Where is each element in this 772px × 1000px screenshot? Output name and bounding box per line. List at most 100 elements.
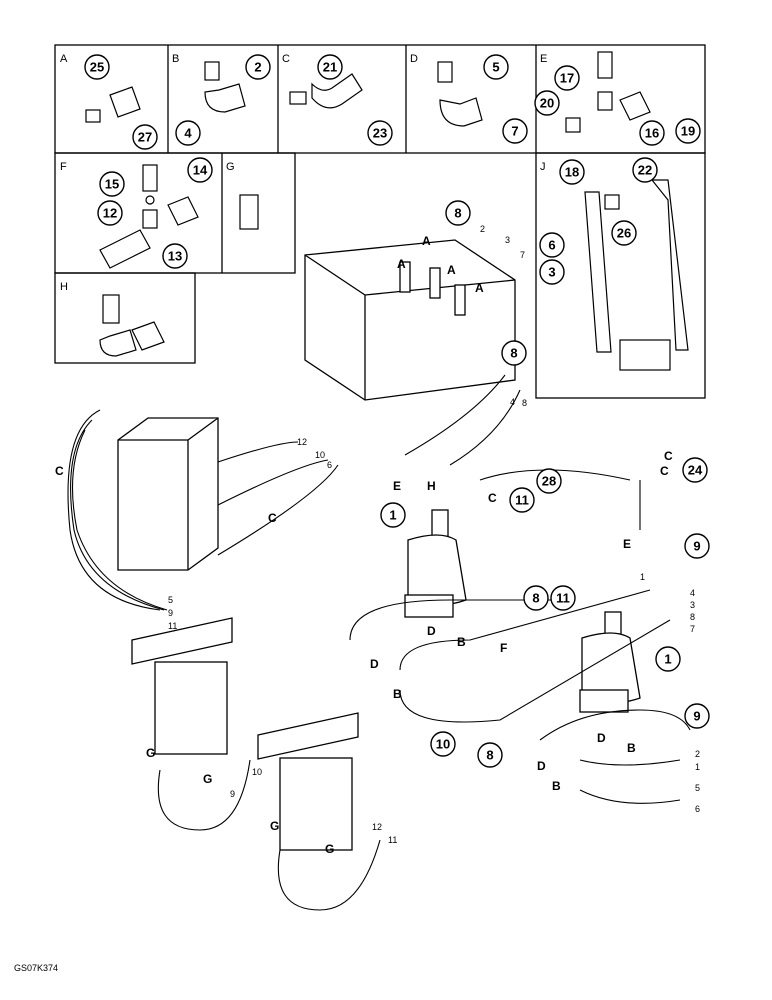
line-num-7: 7: [520, 250, 525, 260]
line-num-6: 6: [327, 460, 332, 470]
line-num-7b: 7: [690, 624, 695, 634]
panel-letter-d: D: [410, 53, 418, 65]
line-num-10b: 10: [252, 767, 262, 777]
conn-g-2: G: [203, 772, 212, 786]
conn-d-3: D: [537, 759, 546, 773]
conn-e-2: E: [623, 537, 631, 551]
panel-frame-j: [535, 152, 706, 399]
line-num-8b: 8: [690, 612, 695, 622]
callout-28: 28: [542, 474, 556, 489]
conn-a-2: A: [397, 257, 406, 271]
callout-7: 7: [511, 124, 518, 139]
line-num-4b: 4: [690, 588, 695, 598]
callout-16: 16: [645, 126, 659, 141]
line-num-11: 11: [168, 621, 177, 631]
callout-14: 14: [193, 163, 208, 178]
control-valve-block: [304, 239, 516, 401]
conn-e-1: E: [393, 479, 401, 493]
conn-c-4: C: [664, 449, 673, 463]
line-num-6b: 6: [695, 804, 700, 814]
line-num-1b: 1: [695, 762, 700, 772]
conn-h: H: [427, 479, 436, 493]
callout-22: 22: [638, 163, 652, 178]
callout-2: 2: [254, 60, 261, 75]
callout-25: 25: [90, 60, 104, 75]
panel-letter-f: F: [60, 161, 67, 173]
callout-10: 10: [436, 737, 450, 752]
line-num-2b: 2: [695, 749, 700, 759]
panel-frame-top-row: [54, 44, 706, 154]
callout-26: 26: [617, 226, 631, 241]
callout-8-valve: 8: [454, 206, 461, 221]
callout-18: 18: [565, 165, 579, 180]
line-num-4: 4: [510, 397, 515, 407]
line-num-12: 12: [297, 437, 307, 447]
callout-12: 12: [103, 206, 117, 221]
panel-letter-g: G: [226, 161, 235, 173]
conn-c-5: C: [660, 464, 669, 478]
callout-4: 4: [184, 126, 192, 141]
callout-1-left: 1: [389, 508, 396, 523]
conn-d-2: D: [427, 624, 436, 638]
callout-3: 3: [548, 265, 555, 280]
panel-letter-e: E: [540, 53, 547, 65]
conn-a-3: A: [447, 263, 456, 277]
conn-c-1: C: [55, 464, 64, 478]
conn-b-3: B: [627, 741, 636, 755]
conn-d-1: D: [370, 657, 379, 671]
manifold-block: [117, 417, 219, 571]
conn-g-4: G: [325, 842, 334, 856]
conn-c-3: C: [488, 491, 497, 505]
panel-letter-a: A: [60, 53, 68, 65]
line-num-1: 1: [640, 572, 645, 582]
panel-letter-c: C: [282, 53, 290, 65]
callout-11-upper: 11: [515, 493, 529, 508]
callout-11-mid: 11: [556, 591, 570, 606]
callout-5: 5: [492, 60, 499, 75]
pedal-assemblies: [131, 617, 359, 851]
panel-letter-b: B: [172, 53, 179, 65]
line-num-5b: 5: [695, 783, 700, 793]
conn-b-1: B: [457, 635, 466, 649]
panel-letter-h: H: [60, 281, 68, 293]
fittings-panels: [85, 51, 689, 371]
callout-8-hose: 8: [510, 346, 517, 361]
joysticks: [404, 509, 641, 713]
callout-8-mid: 8: [532, 591, 539, 606]
line-num-10: 10: [315, 450, 325, 460]
line-num-12b: 12: [372, 822, 382, 832]
conn-a-4: A: [475, 281, 484, 295]
callout-15: 15: [105, 177, 119, 192]
callout-13: 13: [168, 249, 182, 264]
conn-g-1: G: [146, 746, 155, 760]
callout-9-upper: 9: [693, 539, 700, 554]
callout-21: 21: [323, 60, 337, 75]
callout-27: 27: [138, 130, 152, 145]
callout-1-right: 1: [664, 652, 671, 667]
line-num-2: 2: [480, 224, 485, 234]
callout-24: 24: [688, 463, 703, 478]
conn-f: F: [500, 641, 507, 655]
callout-circles: [84, 54, 710, 768]
conn-b-2: B: [393, 687, 402, 701]
callout-8-lower: 8: [486, 748, 493, 763]
callout-23: 23: [373, 126, 387, 141]
panel-letter-j: J: [540, 161, 546, 173]
line-num-5: 5: [168, 595, 173, 605]
callout-20: 20: [540, 96, 554, 111]
callout-9-lower: 9: [693, 709, 700, 724]
conn-a-1: A: [422, 234, 431, 248]
line-num-9b: 9: [230, 789, 235, 799]
line-num-8: 8: [522, 398, 527, 408]
line-num-11b: 11: [388, 835, 397, 845]
line-num-9: 9: [168, 608, 173, 618]
conn-b-4: B: [552, 779, 561, 793]
conn-g-3: G: [270, 819, 279, 833]
line-num-3: 3: [505, 235, 510, 245]
callout-17: 17: [560, 71, 574, 86]
conn-d-4: D: [597, 731, 606, 745]
callout-6: 6: [548, 238, 555, 253]
hoses: [67, 374, 691, 911]
conn-c-2: C: [268, 511, 277, 525]
